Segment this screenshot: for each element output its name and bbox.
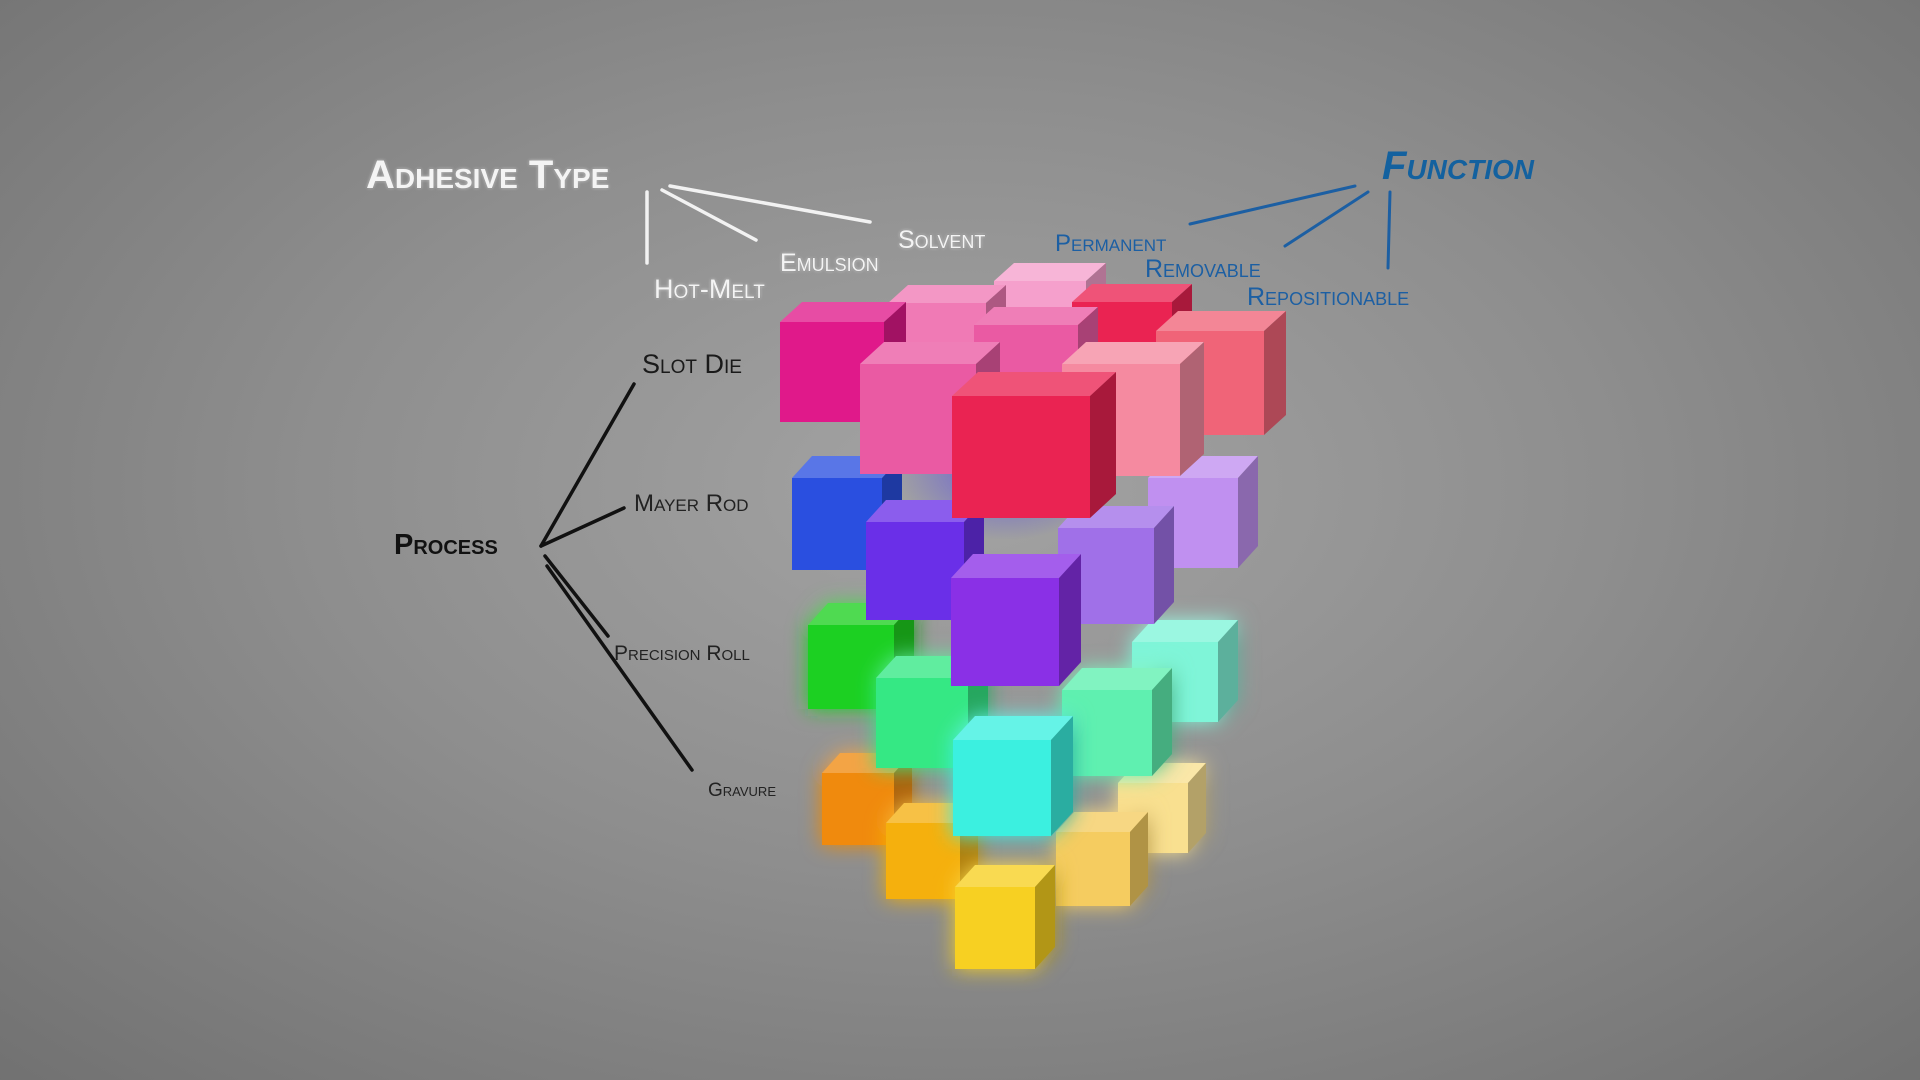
cube-stack (780, 263, 1286, 969)
green-layer-cube-side (1218, 620, 1238, 722)
yellow-layer-cube-front (955, 887, 1035, 969)
pink-layer-cube-top (1062, 342, 1204, 364)
green-layer-cube-front (953, 740, 1051, 836)
pink-layer-cube-side (1264, 311, 1286, 435)
process-connectors (539, 382, 694, 772)
yellow-layer-cube-side (1188, 763, 1206, 853)
purple-layer-cube-front (792, 478, 882, 570)
function-permanent-label: Permanent (1055, 230, 1167, 257)
purple-layer-cube-front (1058, 528, 1154, 624)
yellow-layer-cube (1056, 812, 1148, 906)
function-repositionable-label: Repositionable (1247, 283, 1410, 311)
adhesive-type-heading: Adhesive Type (366, 153, 610, 197)
yellow-layer-cube-front (886, 823, 960, 899)
pink-layer-cube-front (952, 396, 1090, 518)
green-layer-cube-front (1062, 690, 1152, 776)
adhesive-type-connectors (645, 184, 872, 265)
green-layer-cube (1062, 668, 1172, 776)
purple-layer-cube-side (1059, 554, 1081, 686)
green-layer-cube-top (953, 716, 1073, 740)
purple-layer-cube-top (951, 554, 1081, 578)
pink-layer-cube-top (994, 263, 1106, 281)
process-gravure-label: Gravure (708, 780, 776, 801)
purple-layer-cube (951, 554, 1081, 686)
adhesive-emulsion-label: Emulsion (780, 249, 879, 277)
process-heading: Process (394, 529, 498, 561)
purple-layer-cube-side (1238, 456, 1258, 568)
green-layer-cube (953, 716, 1073, 836)
process-slot-die-label: Slot Die (642, 349, 742, 379)
green-layer-cube-side (1051, 716, 1073, 836)
yellow-layer-cube-front (822, 773, 894, 845)
yellow-layer-cube-top (1056, 812, 1148, 832)
adhesive-hot-melt-label: Hot-Melt (654, 274, 765, 304)
function-removable-label: Removable (1145, 255, 1261, 283)
yellow-layer-cube (955, 865, 1055, 969)
pink-layer-cube-front (860, 364, 976, 474)
process-mayer-rod-label: Mayer Rod (634, 490, 749, 517)
green-layer-cube-top (1062, 668, 1172, 690)
pink-layer-cube-top (1072, 284, 1192, 302)
adhesive-solvent-label: Solvent (898, 226, 986, 254)
yellow-layer-cube-side (1035, 865, 1055, 969)
pink-layer-cube-top (1156, 311, 1286, 331)
green-layer-cube-side (1152, 668, 1172, 776)
pink-layer-cube-side (1090, 372, 1116, 518)
purple-layer-cube-front (951, 578, 1059, 686)
pink-layer-cube (952, 372, 1116, 518)
pink-layer-cube-front (780, 322, 884, 422)
pink-layer-cube-top (888, 285, 1006, 303)
green-layer-cube-front (876, 678, 968, 768)
pink-layer-cube-top (780, 302, 906, 322)
green-layer-cube-top (1132, 620, 1238, 642)
pink-layer-cube-top (974, 307, 1098, 325)
yellow-layer-cube-front (1056, 832, 1130, 906)
function-heading: Function (1382, 144, 1534, 188)
pink-layer-cube-side (1180, 342, 1204, 476)
green-layer-cube-front (808, 625, 894, 709)
purple-layer-cube-side (1154, 506, 1174, 624)
function-connectors (1188, 184, 1392, 270)
purple-layer-cube-front (866, 522, 964, 620)
pink-layer-cube-top (860, 342, 1000, 364)
process-precision-roll-label: Precision Roll (614, 642, 750, 665)
yellow-layer-cube-side (1130, 812, 1148, 906)
pink-layer-cube-top (952, 372, 1116, 396)
yellow-layer-cube-top (955, 865, 1055, 887)
